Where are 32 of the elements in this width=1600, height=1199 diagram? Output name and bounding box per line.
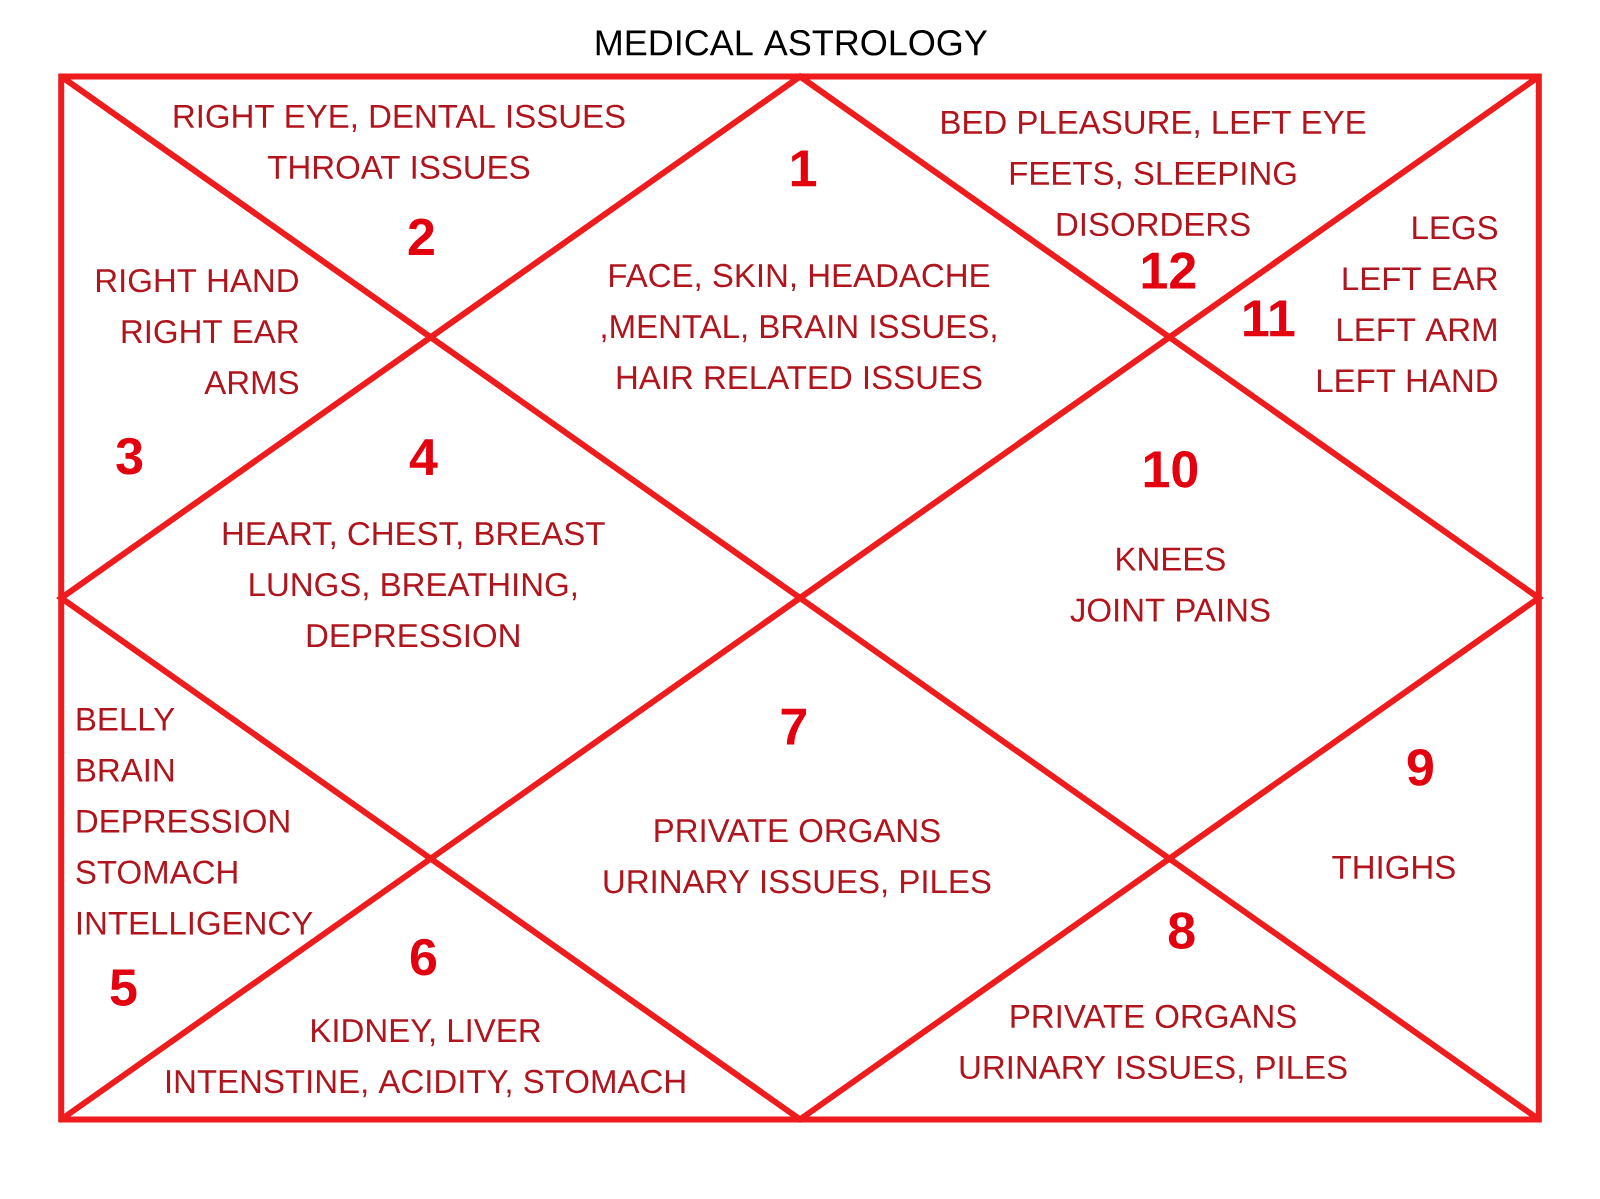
house-label: HEART, CHEST, BREAST LUNGS, BREATHING, DEPRESSION	[223, 522, 605, 648]
node-label: STOMACH	[76, 860, 237, 884]
house-label: PRIVATE ORGANS URINARY ISSUES, PILES	[604, 819, 991, 898]
house-number: 5	[110, 969, 137, 1006]
node-label: LEFT ARM	[1338, 318, 1496, 342]
house-label: RIGHT EYE, DENTAL ISSUES THROAT ISSUES	[174, 104, 625, 179]
house-label: PRIVATE ORGANS URINARY ISSUES, PILES	[960, 1004, 1347, 1083]
node-label: INTELLIGENCY	[77, 911, 313, 935]
node-label: BELLY	[77, 707, 175, 731]
node-label: BRAIN	[77, 758, 174, 782]
house-number: 4	[409, 439, 438, 475]
house-number: 9	[1407, 748, 1433, 786]
house-number: 8	[1168, 912, 1195, 949]
house-label: RIGHT HAND RIGHT EAR ARMS	[96, 268, 299, 395]
house-number: 7	[781, 708, 807, 745]
node-label: LEFT EAR	[1343, 267, 1498, 291]
house-number: 10	[1144, 450, 1198, 488]
house-number: 3	[116, 437, 143, 475]
house-label: KNEES JOINT PAINS	[1070, 547, 1270, 622]
house-label: BELLY BRAIN DEPRESSION STOMACH INTELLIGENCY	[76, 707, 313, 935]
chart-title: MEDICAL ASTROLOGY	[596, 30, 988, 56]
house-number: 12	[1142, 252, 1196, 289]
house-label: KIDNEY, LIVER INTENSTINE, ACIDITY, STOMACH	[166, 1019, 685, 1098]
house-label: FACE, SKIN, HEADACHE ,MENTAL, BRAIN ISSUES, HAIR RELATED ISSUES	[602, 263, 996, 390]
node-label: LEFT HAND	[1317, 369, 1497, 393]
house-number: 6	[410, 938, 437, 976]
node-label: DEPRESSION	[77, 809, 289, 833]
house-label: THIGHS	[1332, 855, 1455, 879]
house-number: 2	[408, 218, 434, 255]
house-number: 1	[791, 150, 817, 187]
house-number: 11	[1244, 300, 1295, 337]
node-label: LEGS	[1413, 216, 1498, 240]
